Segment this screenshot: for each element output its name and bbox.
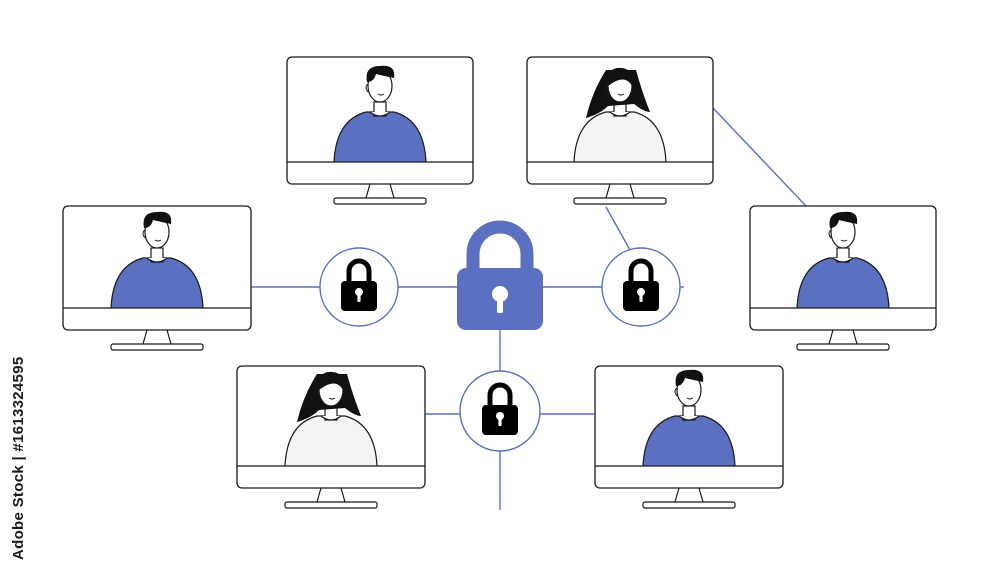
- person-shirt: [333, 111, 427, 162]
- person-hair: [366, 65, 395, 82]
- monitor-stand: [828, 329, 858, 345]
- padlock-shackle: [346, 258, 372, 281]
- lock-node-bottom: [459, 370, 541, 452]
- person-shirt: [573, 111, 667, 162]
- connector-lines: [251, 107, 807, 510]
- monitor-stand: [365, 183, 395, 199]
- person-avatar: [573, 67, 667, 162]
- padlock-shackle: [628, 258, 654, 281]
- person-avatar: [110, 211, 204, 308]
- person-avatar: [333, 65, 427, 162]
- person-hair-fringe: [607, 67, 634, 88]
- monitor-base: [573, 197, 667, 205]
- person-mouth: [377, 93, 385, 96]
- person-ear: [365, 83, 369, 93]
- connector-line-10: [712, 107, 807, 207]
- monitor-top-left: [286, 56, 474, 205]
- person-avatar: [642, 369, 736, 466]
- person-hair: [829, 211, 858, 228]
- person-ear: [316, 387, 320, 397]
- person-shirt: [110, 257, 204, 308]
- person-mouth: [328, 397, 336, 400]
- monitor-stand: [142, 329, 172, 345]
- person-hair: [675, 369, 704, 386]
- person-collar: [609, 111, 631, 117]
- monitor-group: [62, 56, 937, 509]
- padlock-shackle: [466, 220, 534, 270]
- person-collar: [678, 415, 700, 421]
- lock-group: [319, 220, 681, 452]
- padlock-shackle: [487, 382, 513, 405]
- monitor-base: [642, 501, 736, 509]
- person-ear: [674, 387, 678, 397]
- person-avatar: [284, 371, 378, 466]
- monitor-base: [284, 501, 378, 509]
- person-collar: [369, 111, 391, 117]
- padlock-keyhole-slot: [498, 416, 502, 426]
- central-padlock: [457, 220, 543, 330]
- person-avatar: [796, 211, 890, 308]
- monitor-base: [333, 197, 427, 205]
- monitor-top-right: [526, 56, 714, 205]
- person-ear: [605, 83, 609, 93]
- person-mouth: [840, 239, 848, 242]
- monitor-base: [796, 343, 890, 351]
- person-ear: [142, 229, 146, 239]
- monitor-base: [110, 343, 204, 351]
- monitor-stand: [674, 487, 704, 503]
- person-hair-fringe: [318, 371, 345, 392]
- padlock-keyhole-slot: [357, 292, 361, 302]
- person-collar: [320, 415, 342, 421]
- person-collar: [146, 257, 168, 263]
- lock-node-left: [319, 247, 399, 327]
- person-hair: [143, 211, 172, 228]
- person-mouth: [154, 239, 162, 242]
- monitor-middle-right: [749, 205, 937, 351]
- padlock-keyhole-slot: [497, 294, 503, 313]
- monitor-stand: [316, 487, 346, 503]
- monitor-bottom-left: [236, 365, 426, 509]
- person-mouth: [617, 93, 625, 96]
- person-shirt: [642, 415, 736, 466]
- person-shirt: [284, 415, 378, 466]
- padlock-keyhole-slot: [639, 292, 643, 302]
- person-shirt: [796, 257, 890, 308]
- monitor-bottom-right: [594, 365, 784, 509]
- monitor-stand: [605, 183, 635, 199]
- lock-node-right: [601, 247, 681, 327]
- watermark-text: Adobe Stock | #1613324595: [10, 356, 27, 560]
- connector-line-9: [605, 206, 631, 251]
- monitor-middle-left: [62, 205, 252, 351]
- person-collar: [832, 257, 854, 263]
- person-mouth: [686, 397, 694, 400]
- person-ear: [828, 229, 832, 239]
